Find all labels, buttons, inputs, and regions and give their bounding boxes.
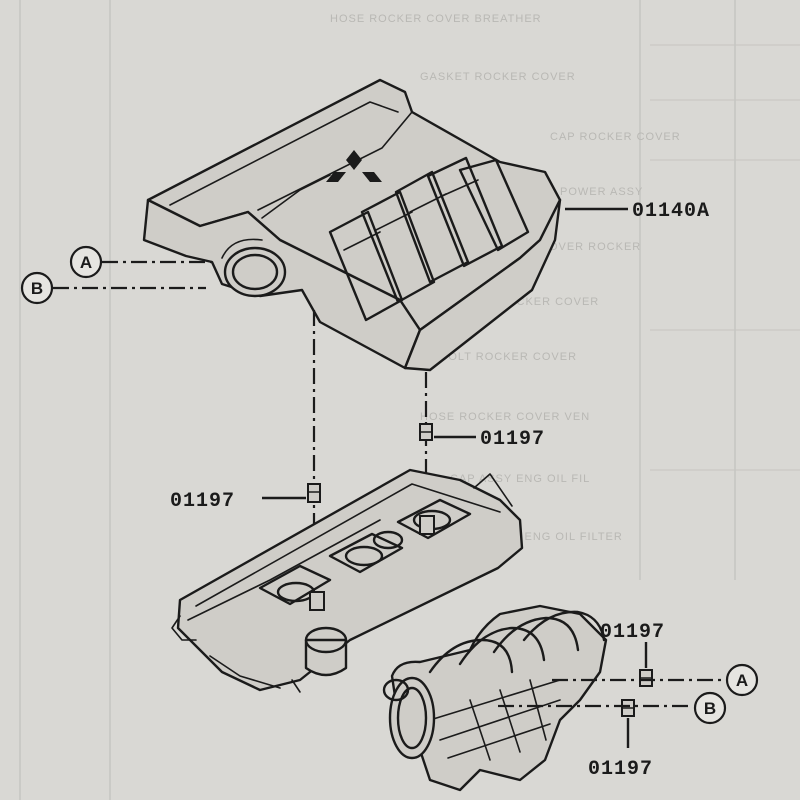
part-number-screw: 01197	[480, 428, 545, 451]
part-number-screw: 01197	[600, 621, 665, 644]
screw-part	[419, 423, 433, 441]
part-number-screw: 01197	[170, 490, 235, 513]
reference-a-left: A	[69, 245, 212, 279]
circle-label-b: B	[31, 279, 43, 298]
screw-part	[639, 669, 653, 687]
intake-manifold-part	[382, 604, 608, 792]
part-number-engine-cover: 01140A	[632, 200, 710, 223]
reference-b-left: B	[20, 271, 206, 305]
screw-part	[307, 483, 321, 503]
ghost-row-text: POWER ASSY	[560, 186, 643, 198]
reference-a-right: A	[552, 663, 759, 697]
reference-b-right: B	[498, 691, 727, 725]
engine-cover-part	[142, 78, 562, 372]
ghost-row-text: COVER ROCKER	[540, 241, 641, 253]
ghost-row-text: HOSE ROCKER COVER BREATHER	[330, 13, 542, 25]
circle-label-a: A	[80, 253, 92, 272]
circle-label-b: B	[704, 699, 716, 718]
ghost-row-text: CAP ROCKER COVER	[550, 131, 681, 143]
part-number-screw: 01197	[588, 758, 653, 781]
circle-label-a: A	[736, 671, 748, 690]
screw-part	[621, 699, 635, 717]
ghost-row-text: GASKET ROCKER COVER	[420, 71, 576, 83]
ghost-row-text: HOSE ROCKER COVER VEN	[420, 411, 590, 423]
rocker-cover-part	[171, 468, 524, 693]
ghost-row-text: BOLT ROCKER COVER	[440, 351, 577, 363]
logo-mark	[326, 150, 382, 182]
ghost-row-text: CAP ASSY ENG OIL FIL	[450, 473, 590, 485]
